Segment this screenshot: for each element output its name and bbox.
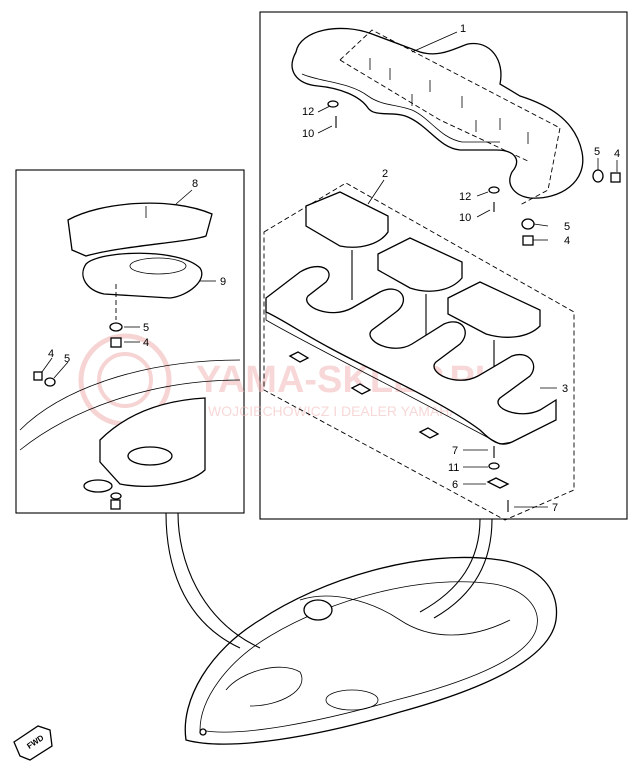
front-pad-9-body <box>82 252 203 299</box>
boat-steering-wheel <box>303 599 333 621</box>
leader-right-panel-to-boat <box>419 518 481 613</box>
washer-12-lower <box>488 186 500 194</box>
boat-bow-seat <box>225 666 303 707</box>
seat-cushion-1-studs <box>369 58 529 144</box>
part-1-rear-seat-cushion <box>291 27 584 206</box>
washer-11 <box>488 462 500 470</box>
callout-6: 6 <box>452 479 458 491</box>
seat-cushion-1-inner-dash <box>339 59 531 163</box>
right-detail-frame <box>259 11 628 520</box>
seat-cushion-1-body <box>291 27 584 199</box>
callout-4-right-upper: 4 <box>614 148 620 160</box>
callout-12-upper: 12 <box>302 106 314 118</box>
part-9-front-pad <box>82 252 203 299</box>
leader-right-panel-to-boat-2 <box>433 518 493 619</box>
hull-edge-left-inner <box>19 379 241 451</box>
seat-base-outline-dash <box>263 182 575 521</box>
leader-left-panel-to-boat <box>165 512 241 649</box>
boat-deck <box>199 581 538 733</box>
nut-4-upper <box>610 172 621 183</box>
bracket-mid <box>350 383 372 395</box>
boat-bow-eye <box>199 728 207 736</box>
callout-9: 9 <box>220 276 226 288</box>
watermark-logo-inner <box>97 352 153 408</box>
boat-hull <box>184 556 558 745</box>
callout-4-left: 4 <box>143 337 149 349</box>
nut-4-left-a <box>110 337 122 348</box>
grommet-5-left-c <box>110 492 122 500</box>
callout-5-right-upper: 5 <box>594 146 600 158</box>
callout-4-left-outer: 4 <box>48 348 54 360</box>
front-console-body <box>99 397 206 487</box>
washer-12-upper <box>327 100 339 108</box>
seat-pad-c <box>447 281 541 338</box>
front-cushion-8-body <box>67 202 213 257</box>
part-2-seat-base <box>263 182 575 521</box>
callout-11: 11 <box>448 462 459 474</box>
leader-left-panel-to-boat-2 <box>177 512 261 649</box>
callout-8: 8 <box>192 178 198 190</box>
seat-pad-a <box>305 191 389 248</box>
grommet-5-mid <box>521 218 535 230</box>
seat-cushion-1-outline-dash <box>339 29 561 206</box>
callout-7-lower: 7 <box>552 502 558 514</box>
nut-4-mid <box>522 235 534 246</box>
cup-insert <box>83 479 113 493</box>
nut-4-left-b <box>33 371 43 381</box>
callout-10-upper: 10 <box>302 128 314 140</box>
front-pad-9-recess <box>129 257 187 275</box>
fasteners-right-bottom <box>288 351 510 512</box>
boat-overview <box>184 556 558 745</box>
front-console <box>19 359 241 493</box>
boat-seating <box>299 595 511 636</box>
seat-cushion-1-edge <box>301 73 500 143</box>
nut-4-left-c <box>110 499 121 510</box>
callout-12-lower: 12 <box>459 191 471 203</box>
boat-bow-well <box>325 689 379 711</box>
bracket-6 <box>486 477 510 489</box>
bracket-low <box>418 427 440 439</box>
callout-5-left-outer: 5 <box>64 353 70 365</box>
seat-frame-rail-edge <box>265 312 513 445</box>
callout-3: 3 <box>562 383 568 395</box>
grommet-5-left-a <box>109 322 123 332</box>
part-3-seat-frame <box>265 266 557 445</box>
left-detail-frame <box>15 169 245 514</box>
seat-frame-rail-body <box>265 266 557 445</box>
front-console-cupholder <box>127 446 173 466</box>
callout-7-upper: 7 <box>452 445 458 457</box>
fwd-arrow-icon <box>13 725 53 761</box>
grommet-5-upper <box>592 169 604 183</box>
callout-5-left: 5 <box>143 322 149 334</box>
callout-2: 2 <box>382 168 388 180</box>
callout-leaders <box>41 31 618 508</box>
fasteners-right-top <box>327 100 621 246</box>
callout-4-right-mid: 4 <box>564 235 570 247</box>
seat-pad-b <box>377 237 463 292</box>
hull-edge-left <box>19 359 241 431</box>
fasteners-left <box>33 284 123 510</box>
part-8-front-cushion <box>67 202 213 257</box>
fwd-direction-badge: FWD <box>13 725 53 761</box>
watermark-tagline: WOJCIECHOWICZ I DEALER YAMAHA <box>208 403 459 419</box>
callout-10-lower: 10 <box>459 212 471 224</box>
callout-5-right-mid: 5 <box>564 221 570 233</box>
callout-1: 1 <box>460 23 466 35</box>
callout-labels: 1 2 3 12 10 12 10 5 4 5 4 7 11 6 7 8 9 5… <box>48 23 620 514</box>
bracket-left <box>288 351 310 363</box>
grommet-5-left-b <box>44 377 56 387</box>
